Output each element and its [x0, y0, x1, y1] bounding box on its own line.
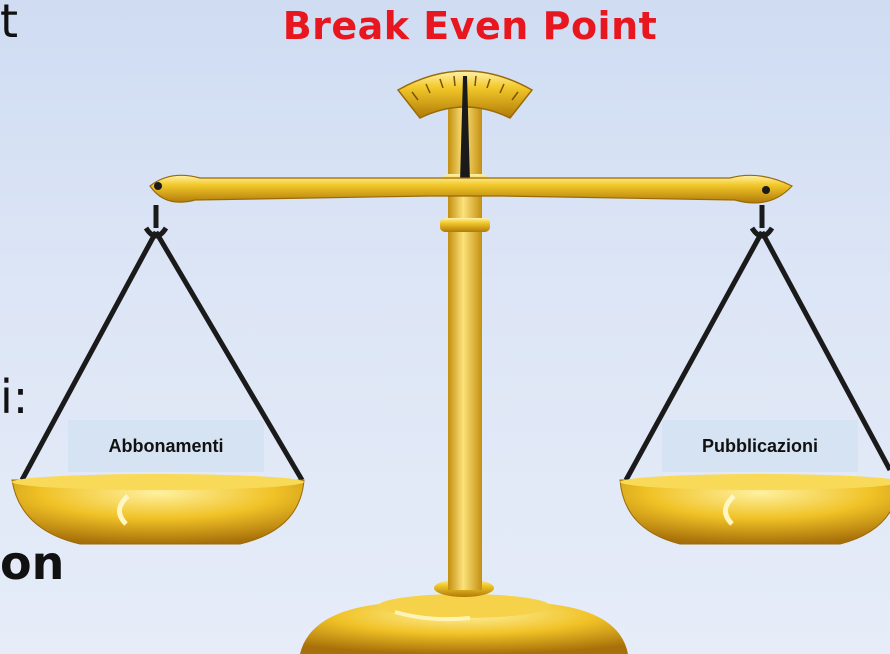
text-fragment-middle: i:: [0, 370, 29, 424]
gauge-dial: [396, 70, 534, 182]
scale-beam: [149, 174, 793, 204]
left-pan: [11, 205, 305, 545]
right-pan: [619, 205, 890, 545]
text-fragment-bottom: on: [0, 536, 65, 590]
left-pan-label: Abbonamenti: [68, 420, 264, 472]
scale-base: [300, 579, 628, 654]
page-title: Break Even Point: [282, 4, 658, 48]
right-pan-label: Pubblicazioni: [662, 420, 858, 472]
text-fragment-top: t: [0, 0, 19, 48]
